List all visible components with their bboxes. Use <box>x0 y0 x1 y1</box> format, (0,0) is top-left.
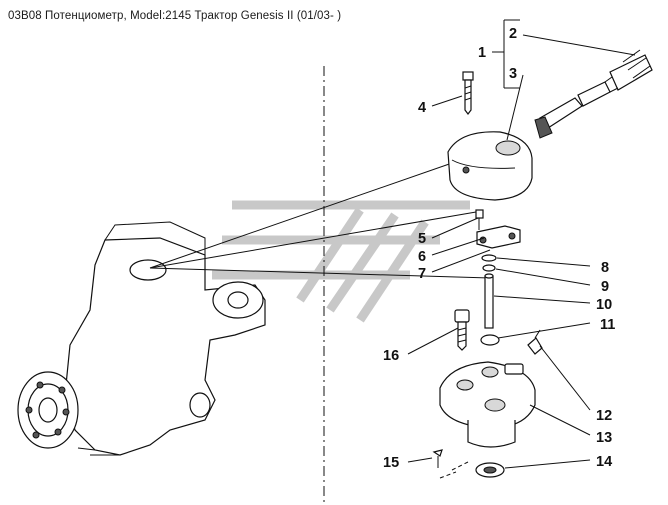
callout-2: 2 <box>509 26 517 42</box>
callout-10: 10 <box>596 297 612 313</box>
callout-7: 7 <box>418 266 426 282</box>
potentiometer-housing <box>447 131 533 201</box>
assembly-leaders <box>149 161 491 279</box>
callout-4: 4 <box>418 100 426 116</box>
page-title: 03B08 Потенциометр, Model:2145 Трактор G… <box>8 10 342 22</box>
cap <box>439 461 505 479</box>
bolt <box>454 309 470 351</box>
ring <box>482 264 496 272</box>
callout-11: 11 <box>600 317 615 333</box>
callout-3: 3 <box>509 66 517 82</box>
mounting-bracket <box>475 209 521 249</box>
callout-12: 12 <box>596 408 612 424</box>
callout-14: 14 <box>596 454 612 470</box>
callout-leaders <box>407 34 636 469</box>
flange-body <box>439 361 536 448</box>
callout-1: 1 <box>478 45 486 61</box>
small-screw <box>432 449 443 468</box>
washer <box>481 254 497 262</box>
sensor-stud <box>527 329 543 355</box>
long-screw <box>462 71 474 115</box>
o-ring <box>480 334 500 346</box>
sensor-shaft <box>484 273 494 329</box>
connector-plug <box>534 49 653 139</box>
callout-5: 5 <box>418 231 426 247</box>
axle-housing <box>17 221 266 456</box>
callout-15: 15 <box>383 455 399 471</box>
callout-9: 9 <box>601 279 609 295</box>
callout-16: 16 <box>383 348 399 364</box>
callout-8: 8 <box>601 260 609 276</box>
callout-6: 6 <box>418 249 426 265</box>
callout-13: 13 <box>596 430 612 446</box>
callout-bracket <box>492 19 520 89</box>
